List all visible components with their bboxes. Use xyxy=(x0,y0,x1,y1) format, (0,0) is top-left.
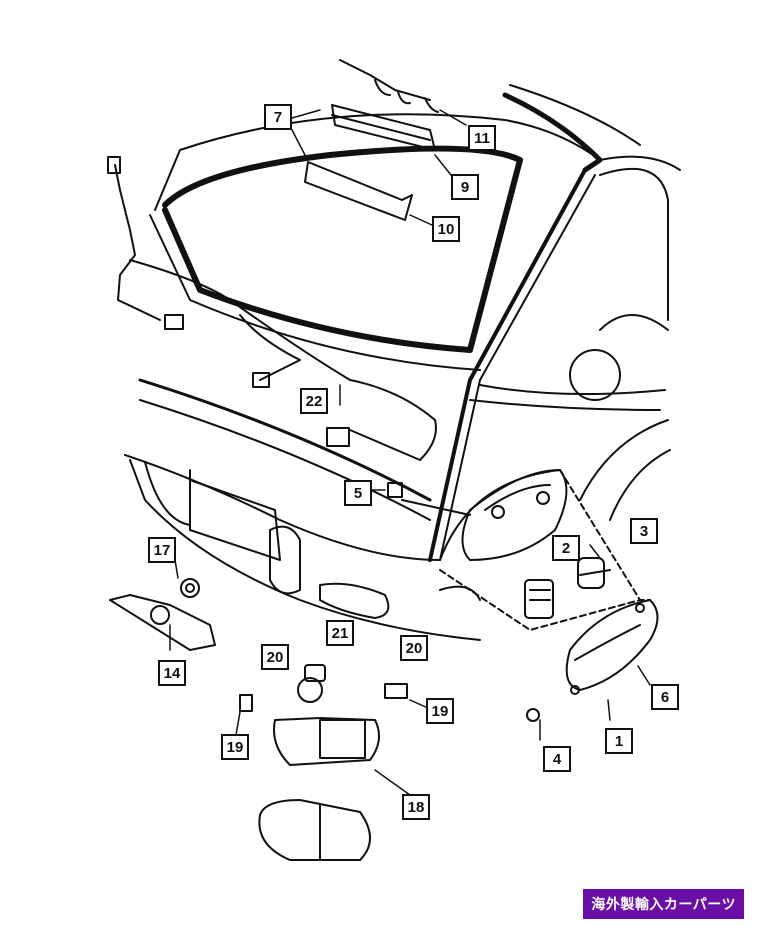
backup-lamp-housing xyxy=(273,717,380,766)
callout-20-left: 20 xyxy=(261,644,289,670)
callout-18: 18 xyxy=(402,794,430,820)
quarter-panel-outline xyxy=(428,155,681,562)
bulb-socket-2 xyxy=(577,557,611,589)
callout-7: 7 xyxy=(264,104,292,130)
wiring-harness xyxy=(107,156,437,461)
bulb-socket-3 xyxy=(524,579,554,619)
socket-20-left xyxy=(297,664,326,703)
leader-lines xyxy=(169,109,651,796)
callout-20-right: 20 xyxy=(400,635,428,661)
backup-lamp-lens xyxy=(258,799,371,861)
callout-21: 21 xyxy=(326,620,354,646)
callout-3: 3 xyxy=(630,518,658,544)
callout-1: 1 xyxy=(605,728,633,754)
callout-19-left: 19 xyxy=(221,734,249,760)
callout-22: 22 xyxy=(300,388,328,414)
shop-badge: 海外製輸入カーパーツ xyxy=(583,889,744,919)
callout-14: 14 xyxy=(158,660,186,686)
callout-6: 6 xyxy=(651,684,679,710)
callout-17: 17 xyxy=(148,537,176,563)
callout-5: 5 xyxy=(344,480,372,506)
tail-lamp-left-side xyxy=(461,469,568,561)
callout-9: 9 xyxy=(451,174,479,200)
callout-4: 4 xyxy=(543,746,571,772)
socket-19-right xyxy=(384,683,408,699)
rear-window-outline xyxy=(149,84,641,371)
liftgate-bumper-outline xyxy=(124,378,481,641)
callout-2: 2 xyxy=(552,535,580,561)
bracket-5 xyxy=(387,482,403,498)
chmsl-assembly xyxy=(304,59,439,221)
socket-19-left xyxy=(239,694,253,712)
license-lamp-bracket xyxy=(109,578,216,651)
fastener-4 xyxy=(526,708,540,722)
callout-19-right: 19 xyxy=(426,698,454,724)
callout-10: 10 xyxy=(432,216,460,242)
callout-11: 11 xyxy=(468,125,496,151)
tail-lamp-right-side xyxy=(565,599,659,695)
